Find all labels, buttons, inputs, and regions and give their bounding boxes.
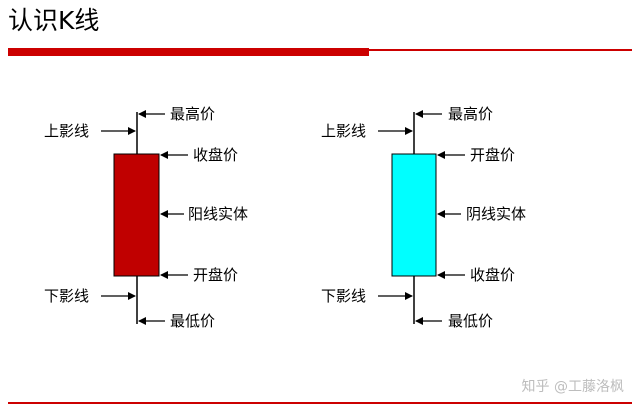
bottom-rule [8,402,632,404]
bearish-lower-shadow-label: 下影线 [321,287,367,305]
bearish-body [391,153,437,277]
bearish-high-label: 最高价 [448,105,494,123]
bullish-open-label: 开盘价 [193,266,239,284]
bullish-body-label: 阳线实体 [188,205,249,223]
bearish-candle [378,110,465,325]
bullish-candle [101,110,188,325]
bearish-body-label: 阴线实体 [466,205,527,223]
bullish-high-label: 最高价 [170,105,216,123]
title-underline-thick [8,48,369,56]
bullish-low-label: 最低价 [170,312,216,330]
slide-title: 认识K线 [8,6,100,35]
bullish-lower-shadow-label: 下影线 [44,287,90,305]
bearish-upper-shadow-label: 上影线 [321,122,367,140]
bullish-body [113,153,160,277]
bullish-close-label: 收盘价 [193,146,239,164]
bearish-open-label: 开盘价 [470,146,516,164]
bearish-low-label: 最低价 [448,312,494,330]
title-underline-thin [369,49,632,51]
bearish-close-label: 收盘价 [470,266,516,284]
watermark: 知乎 @工藤洛枫 [521,379,624,395]
bullish-upper-shadow-label: 上影线 [44,122,90,140]
